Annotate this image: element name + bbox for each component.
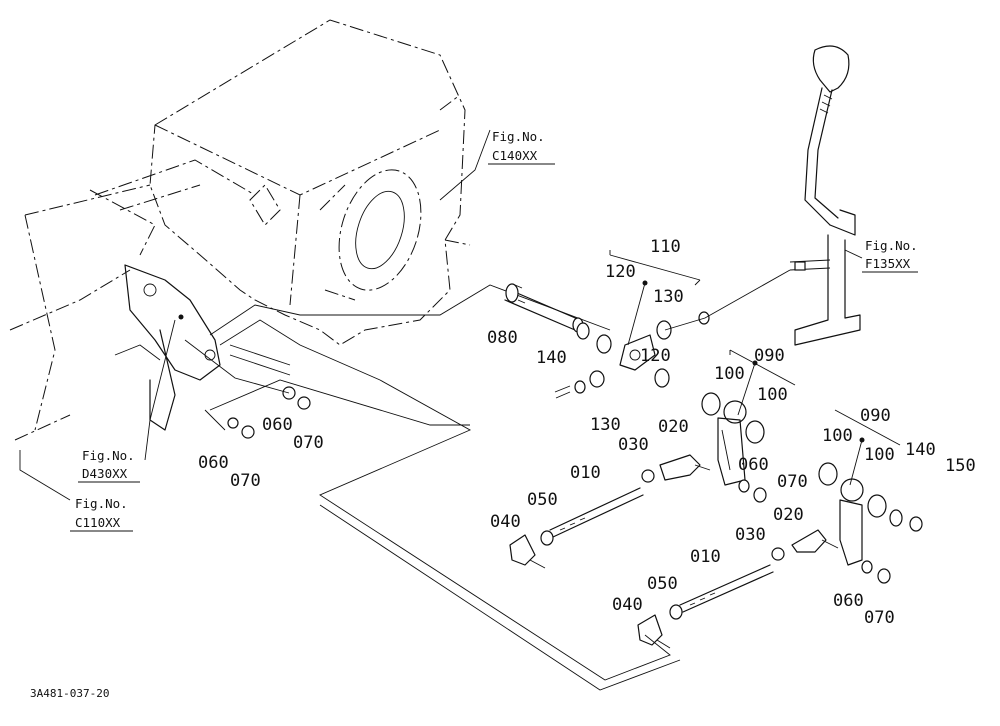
part-label: 100 bbox=[822, 426, 853, 446]
part-label: 100 bbox=[864, 445, 895, 465]
part-label: 040 bbox=[490, 512, 521, 532]
svg-text:Fig.No.: Fig.No. bbox=[865, 238, 918, 253]
shift-shaft bbox=[504, 283, 584, 333]
shift-arm-lower bbox=[818, 462, 923, 584]
left-nuts bbox=[184, 339, 311, 439]
shift-lever bbox=[789, 45, 861, 346]
part-label: 010 bbox=[690, 547, 721, 567]
transmission-housing bbox=[9, 19, 471, 441]
ref-box-c140: Fig.No. C140XX bbox=[488, 129, 555, 165]
part-label: 050 bbox=[527, 490, 558, 510]
part-label: 120 bbox=[640, 346, 671, 366]
svg-text:C110XX: C110XX bbox=[75, 515, 121, 530]
part-label: 090 bbox=[860, 406, 891, 426]
part-labels: 110 120 130 080 140 120 130 090 100 100 … bbox=[198, 237, 976, 628]
part-label: 150 bbox=[945, 456, 976, 476]
part-label: 070 bbox=[230, 471, 261, 491]
svg-text:F135XX: F135XX bbox=[865, 256, 911, 271]
shift-arm-bracket bbox=[114, 264, 221, 431]
part-label: 030 bbox=[618, 435, 649, 455]
bushings-washers bbox=[554, 269, 791, 399]
svg-text:Fig.No.: Fig.No. bbox=[82, 448, 135, 463]
part-label: 140 bbox=[905, 440, 936, 460]
part-label: 090 bbox=[754, 346, 785, 366]
part-label: 140 bbox=[536, 348, 567, 368]
part-label: 100 bbox=[714, 364, 745, 384]
part-label: 030 bbox=[735, 525, 766, 545]
shift-arm-upper bbox=[701, 392, 767, 503]
ref-box-f135: Fig.No. F135XX bbox=[862, 238, 918, 273]
part-label: 020 bbox=[773, 505, 804, 525]
part-label: 080 bbox=[487, 328, 518, 348]
svg-text:Fig.No.: Fig.No. bbox=[492, 129, 545, 144]
part-label: 060 bbox=[198, 453, 229, 473]
part-label: 060 bbox=[738, 455, 769, 475]
part-label: 120 bbox=[605, 262, 636, 282]
part-label: 100 bbox=[757, 385, 788, 405]
ref-box-d430: Fig.No. D430XX bbox=[78, 448, 140, 483]
part-label: 070 bbox=[864, 608, 895, 628]
svg-text:C140XX: C140XX bbox=[492, 148, 538, 163]
part-label: 040 bbox=[612, 595, 643, 615]
ref-box-c110: Fig.No. C110XX bbox=[70, 496, 133, 532]
svg-text:D430XX: D430XX bbox=[82, 466, 128, 481]
part-label: 060 bbox=[262, 415, 293, 435]
part-label: 050 bbox=[647, 574, 678, 594]
part-label: 110 bbox=[650, 237, 681, 257]
part-label: 020 bbox=[658, 417, 689, 437]
leader-lines bbox=[19, 129, 901, 501]
part-label: 010 bbox=[570, 463, 601, 483]
part-label: 130 bbox=[590, 415, 621, 435]
part-label: 070 bbox=[293, 433, 324, 453]
svg-text:Fig.No.: Fig.No. bbox=[75, 496, 128, 511]
part-label: 130 bbox=[653, 287, 684, 307]
part-label: 070 bbox=[777, 472, 808, 492]
drawing-code: 3A481-037-20 bbox=[30, 687, 109, 700]
part-label: 060 bbox=[833, 591, 864, 611]
shift-rods bbox=[509, 454, 839, 649]
